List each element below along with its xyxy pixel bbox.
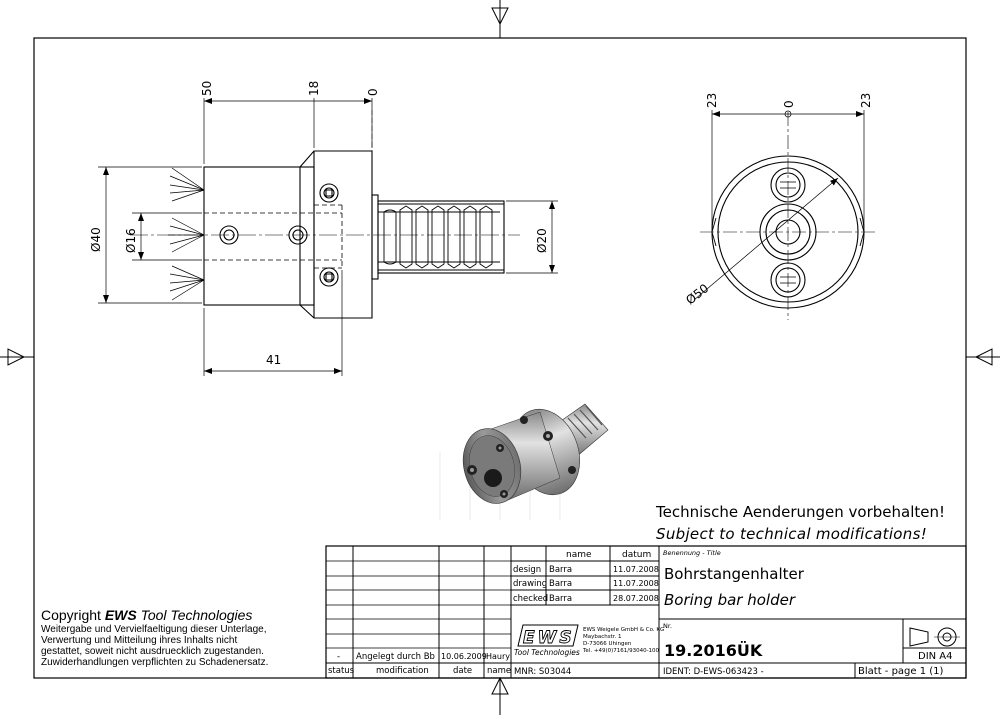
front-view bbox=[693, 110, 876, 320]
copyright-line: Weitergabe und Vervielfaeltigung dieser … bbox=[41, 624, 267, 635]
nr-label: Nr. bbox=[663, 622, 672, 630]
copyright-block: Copyright EWS Tool Technologies Weiterga… bbox=[41, 607, 326, 668]
row-checked-name: Barra bbox=[549, 594, 572, 604]
row-drawing-name: Barra bbox=[549, 579, 572, 589]
dim-dia16: Ø16 bbox=[124, 228, 138, 253]
blatt: Blatt - page 1 (1) bbox=[858, 666, 944, 677]
copyright-line: gestattet, soweit nicht ausdruecklich zu… bbox=[41, 646, 264, 657]
hdr-modification: modification bbox=[376, 666, 429, 676]
row-checked-role: checked bbox=[513, 594, 548, 604]
row-checked-date: 28.07.2008 bbox=[613, 594, 659, 603]
dim-0-right: 0 bbox=[782, 100, 796, 108]
svg-text:Tool Technologies: Tool Technologies bbox=[514, 648, 580, 657]
copyright-line: Verwertung und Mitteilung ihres Inhalts … bbox=[41, 635, 238, 646]
title-english: Boring bar holder bbox=[664, 591, 796, 609]
rev-name: Haury bbox=[486, 652, 510, 661]
serration bbox=[378, 205, 500, 269]
notice-german: Technische Aenderungen vorbehalten! bbox=[656, 503, 945, 521]
drawing-number: 19.2016ÜK bbox=[664, 641, 763, 660]
dim-dia20: Ø20 bbox=[535, 228, 549, 253]
svg-text:Maybachstr. 1: Maybachstr. 1 bbox=[583, 634, 622, 640]
mnr: MNR: S03044 bbox=[514, 667, 571, 677]
drawing-frame bbox=[33, 37, 967, 679]
title-block-text: name datum design Barra 11.07.2008 drawi… bbox=[328, 549, 953, 677]
hdr-name: name bbox=[487, 666, 511, 676]
side-view-dimensions: 50 18 0 41 Ø40 Ø16 Ø20 bbox=[89, 81, 549, 367]
row-design-name: Barra bbox=[549, 565, 572, 575]
notice-english: Subject to technical modifications! bbox=[656, 525, 928, 543]
row-drawing-role: drawing bbox=[513, 579, 547, 589]
dim-dia40: Ø40 bbox=[89, 227, 103, 252]
paper-format: DIN A4 bbox=[918, 651, 953, 662]
coolant-fan bbox=[168, 167, 205, 301]
dim-0-left: 0 bbox=[366, 88, 380, 96]
svg-text:EWS Weigele GmbH & Co. KG: EWS Weigele GmbH & Co. KG bbox=[583, 627, 664, 633]
rev-status: - bbox=[337, 652, 340, 662]
title-block bbox=[325, 545, 967, 679]
rev-modification: Angelegt durch Bb bbox=[356, 652, 435, 662]
ident: IDENT: D-EWS-063423 - bbox=[663, 667, 764, 677]
benennung-label: Benennung - Title bbox=[663, 549, 721, 557]
iso-render bbox=[439, 403, 609, 520]
screw-top bbox=[319, 183, 339, 203]
dim-18: 18 bbox=[307, 81, 321, 96]
row-drawing-date: 11.07.2008 bbox=[613, 579, 659, 588]
dim-23-left: 23 bbox=[705, 93, 719, 108]
side-view bbox=[98, 98, 558, 376]
hdr-status: status bbox=[328, 666, 355, 676]
copyright-heading: Copyright EWS Tool Technologies bbox=[41, 607, 253, 623]
row-design-role: design bbox=[513, 565, 541, 575]
svg-text:EWS: EWS bbox=[523, 628, 575, 648]
dim-23-right: 23 bbox=[859, 93, 873, 108]
row-design-date: 11.07.2008 bbox=[613, 565, 659, 574]
front-view-dimensions: 23 0 23 Ø50 bbox=[683, 93, 873, 308]
notice: Technische Aenderungen vorbehalten! Subj… bbox=[656, 501, 945, 545]
svg-text:Tel. +49(0)7161/93040-100: Tel. +49(0)7161/93040-100 bbox=[582, 648, 660, 654]
screw-bottom bbox=[319, 267, 339, 287]
ews-logo: EWS Tool Technologies bbox=[514, 624, 580, 657]
col-name-header: name bbox=[566, 550, 592, 560]
rev-date: 10.06.2009 bbox=[441, 652, 487, 661]
col-date-header: datum bbox=[622, 550, 651, 560]
dim-dia50: Ø50 bbox=[683, 281, 711, 307]
dim-50: 50 bbox=[200, 81, 214, 96]
dim-41: 41 bbox=[266, 353, 281, 367]
svg-text:D-73066 Uhingen: D-73066 Uhingen bbox=[583, 641, 632, 647]
copyright-line: Zuwiderhandlungen verpflichten zu Schade… bbox=[41, 657, 269, 668]
hdr-date: date bbox=[453, 666, 472, 676]
company-address: EWS Weigele GmbH & Co. KG Maybachstr. 1 … bbox=[582, 627, 664, 654]
title-german: Bohrstangenhalter bbox=[664, 565, 805, 583]
